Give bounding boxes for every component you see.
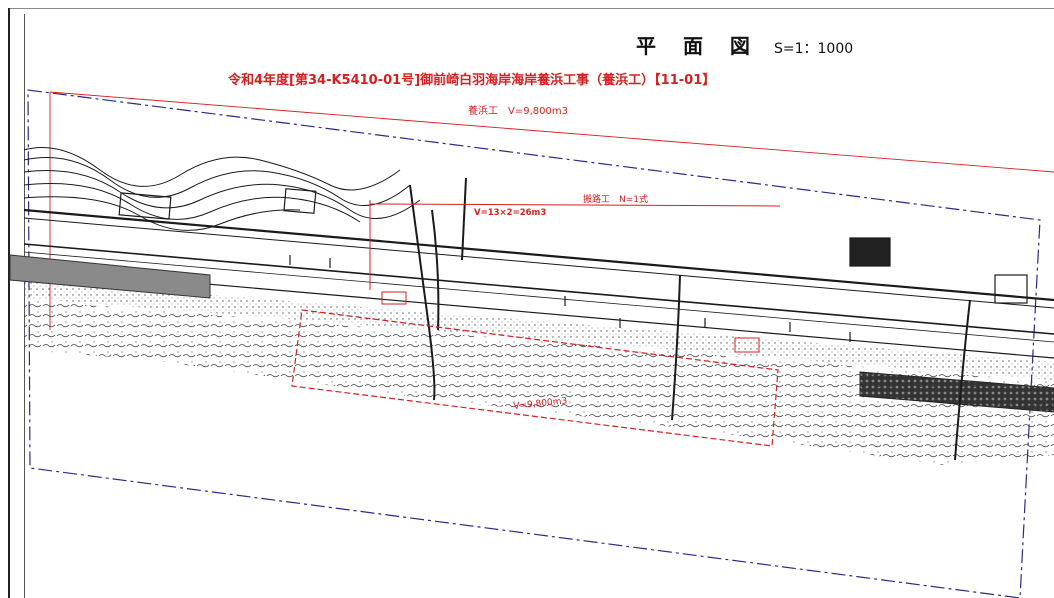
work-items-list: V=13×2=26m3 [474, 207, 546, 219]
beach-area [24, 300, 1054, 465]
access-path-label: 搬路工 N=1式 [583, 195, 648, 205]
seawall-lines [23, 208, 1054, 359]
sheet-border-top [8, 8, 1054, 9]
sand-placement-area [291, 309, 779, 447]
drawing-scale: S=1：1000 [774, 41, 854, 57]
structures [118, 188, 1028, 304]
survey-lines [409, 177, 971, 461]
access-path-callout [369, 200, 781, 353]
nourishment-label: 養浜工 V=9,800m3 [468, 106, 568, 117]
project-boundary [27, 89, 1041, 598]
sand-band [24, 280, 1054, 380]
work-item: V=13×2=26m3 [474, 208, 547, 218]
terrain-contours [23, 147, 421, 231]
drawing-title: 平 面 図 [636, 34, 760, 58]
project-title: 令和4年度[第34-K5410-01号]御前崎白羽海岸海岸養浜工事（養浜工）【1… [228, 73, 716, 88]
sheet-border-left [8, 8, 10, 598]
work-area-outline [49, 91, 1054, 173]
left-revetment [9, 254, 211, 299]
section-marks [289, 255, 851, 342]
